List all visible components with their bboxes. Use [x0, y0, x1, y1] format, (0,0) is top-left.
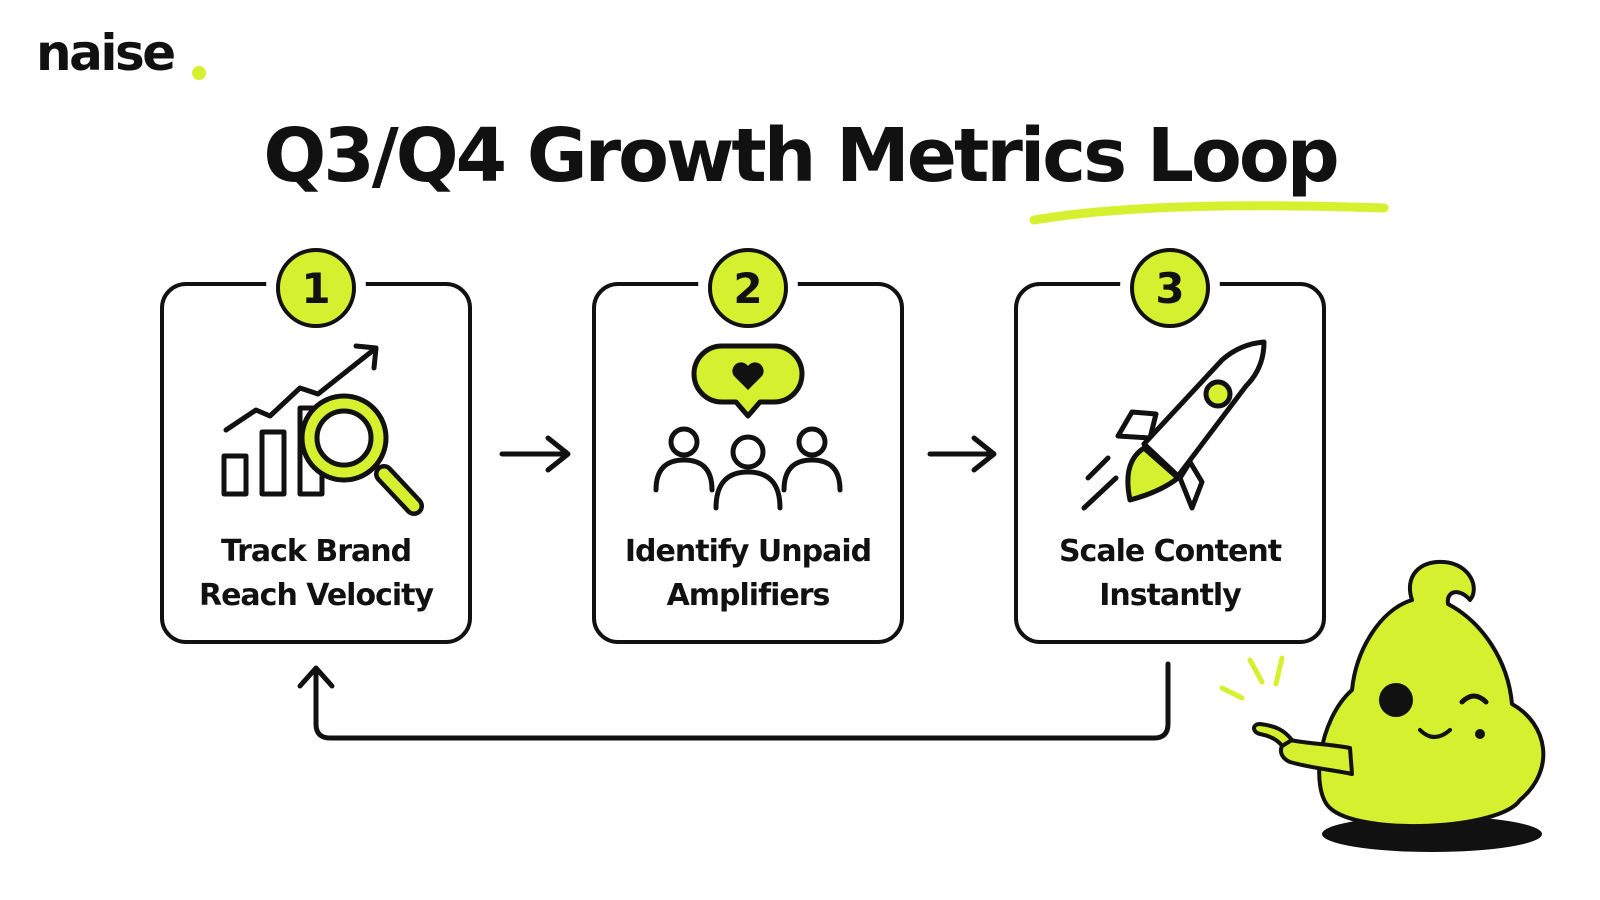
- arrow-right-icon: [499, 435, 571, 473]
- step-number-badge: 2: [708, 248, 788, 328]
- community-heart-icon: [653, 343, 843, 511]
- chart-magnifier-icon: [221, 343, 424, 516]
- step-number-badge: 1: [276, 248, 356, 328]
- logo-dot: [192, 66, 206, 80]
- arrow-right-icon: [927, 435, 997, 473]
- loop-back-arrow-icon: [297, 661, 1171, 741]
- title-underline-icon: [1030, 201, 1389, 225]
- brand-logo: naise: [36, 24, 176, 82]
- page-title: Q3/Q4 Growth Metrics Loop: [263, 113, 1339, 199]
- step-label: Track Brand Reach Velocity: [198, 534, 434, 613]
- step-label: Identify Unpaid Amplifiers: [624, 534, 872, 613]
- step-label: Scale Content Instantly: [1058, 534, 1282, 613]
- step-card-3: 3 Scale Content Instantly: [1014, 248, 1326, 644]
- step-card-1: 1 Track Brand Reach Velocity: [160, 248, 472, 644]
- step-number-badge: 3: [1130, 248, 1210, 328]
- rocket-icon: [1081, 339, 1267, 511]
- step-card-2: 2 Identify Unpaid Amplifiers: [592, 248, 904, 644]
